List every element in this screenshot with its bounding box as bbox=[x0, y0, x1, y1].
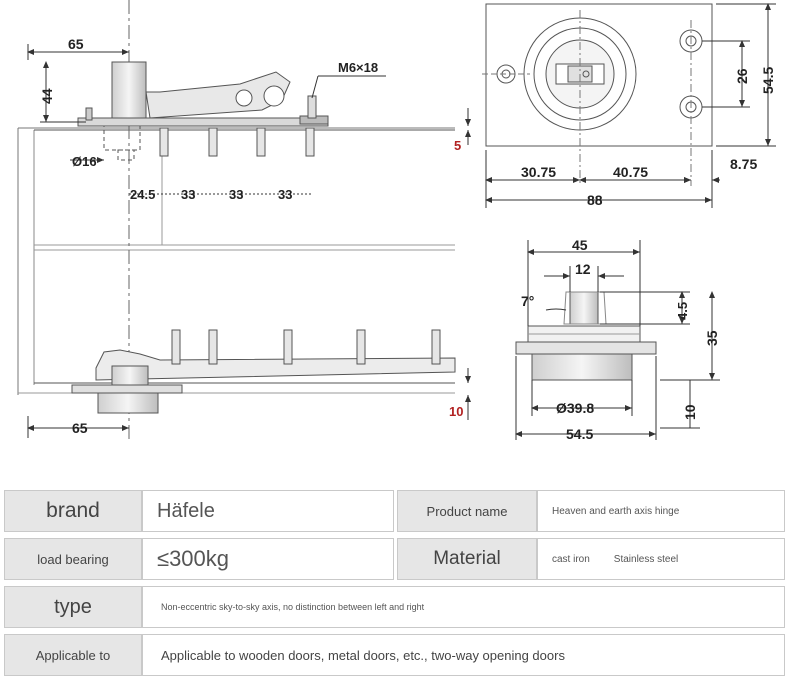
material-value-1: cast iron bbox=[552, 553, 590, 565]
dim-hole-pitch-1: 33 bbox=[181, 187, 195, 202]
dim-bottom-gap: 10 bbox=[449, 404, 463, 419]
product-name-value: Heaven and earth axis hinge bbox=[537, 490, 785, 532]
dim-first-hole: 24.5 bbox=[130, 187, 155, 202]
front-view-dimensions: 65 44 M6×18 5 Ø16 24.5 33 33 33 65 10 bbox=[39, 36, 463, 436]
dim-total-width: 88 bbox=[587, 192, 603, 208]
material-values: cast iron Stainless steel bbox=[537, 538, 785, 580]
side-view-dimensions: 45 12 7° 4.5 35 Ø39.8 54.5 10 bbox=[521, 237, 720, 442]
dim-spindle: 12 bbox=[575, 261, 591, 277]
applicable-label: Applicable to bbox=[4, 634, 142, 676]
dim-total-height: 54.5 bbox=[760, 67, 776, 94]
top-view bbox=[482, 3, 776, 208]
dim-base-height: 10 bbox=[682, 404, 698, 420]
dim-pivot-diameter: Ø16 bbox=[72, 154, 97, 169]
dim-top-offset: 65 bbox=[68, 36, 84, 52]
front-view bbox=[17, 0, 471, 440]
material-value-2: Stainless steel bbox=[613, 553, 679, 565]
technical-drawing: 65 44 M6×18 5 Ø16 24.5 33 33 33 65 10 bbox=[17, 0, 776, 442]
top-view-dimensions: 30.75 40.75 8.75 88 26 54.5 bbox=[521, 67, 776, 208]
product-name-label: Product name bbox=[397, 490, 537, 532]
dim-hole-spacing: 26 bbox=[734, 68, 750, 84]
applicable-value: Applicable to wooden doors, metal doors,… bbox=[142, 634, 785, 676]
material-label: Material bbox=[397, 538, 537, 580]
dim-base-width: 54.5 bbox=[566, 426, 593, 442]
screw-callout: M6×18 bbox=[338, 60, 378, 75]
dim-flange-top: 45 bbox=[572, 237, 588, 253]
dim-spindle-height: 4.5 bbox=[675, 302, 690, 320]
dim-hole-pitch-3: 33 bbox=[278, 187, 292, 202]
load-bearing-value: ≤300kg bbox=[142, 538, 394, 580]
dim-right: 8.75 bbox=[730, 156, 757, 172]
dim-side-diameter: Ø39.8 bbox=[556, 400, 594, 416]
brand-value: Häfele bbox=[142, 490, 394, 532]
load-bearing-label: load bearing bbox=[4, 538, 142, 580]
dim-hole-pitch-2: 33 bbox=[229, 187, 243, 202]
dim-height-top: 44 bbox=[39, 88, 55, 104]
dim-plate-gap: 5 bbox=[454, 138, 461, 153]
dim-mid: 40.75 bbox=[613, 164, 648, 180]
brand-label: brand bbox=[4, 490, 142, 532]
dim-bottom-offset: 65 bbox=[72, 420, 88, 436]
dim-left: 30.75 bbox=[521, 164, 556, 180]
dim-angle: 7° bbox=[521, 293, 534, 309]
type-label: type bbox=[4, 586, 142, 628]
dim-side-total-height: 35 bbox=[704, 330, 720, 346]
type-value: Non-eccentric sky-to-sky axis, no distin… bbox=[142, 586, 785, 628]
side-view bbox=[515, 240, 720, 440]
